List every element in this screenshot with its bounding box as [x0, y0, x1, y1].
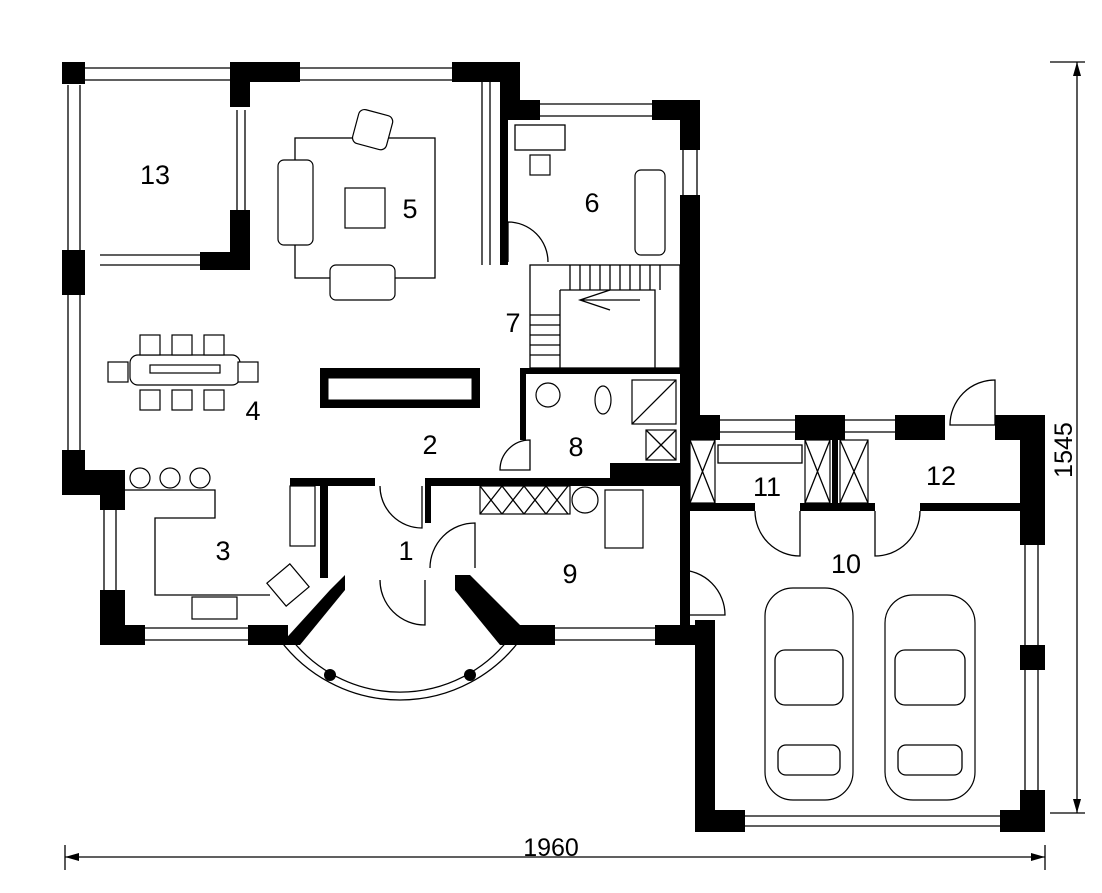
column — [464, 669, 476, 681]
room-label-9: 9 — [562, 559, 577, 589]
room-label-5: 5 — [402, 194, 417, 224]
room-label-2: 2 — [422, 430, 437, 460]
room-label-4: 4 — [245, 396, 260, 426]
column — [324, 669, 336, 681]
windows — [67, 67, 1039, 827]
room-label-3: 3 — [215, 536, 230, 566]
dimension-height: 1545 — [1050, 61, 1085, 814]
fireplace — [327, 377, 473, 401]
room-label-6: 6 — [584, 188, 599, 218]
room-labels: 1 2 3 4 5 6 7 8 9 10 11 12 13 — [140, 160, 956, 589]
room-label-8: 8 — [568, 432, 583, 462]
room-label-7: 7 — [505, 308, 520, 338]
room-label-1: 1 — [398, 536, 413, 566]
room-label-13: 13 — [140, 160, 170, 190]
furniture — [107, 108, 869, 620]
width-label: 1960 — [523, 834, 579, 862]
height-label: 1545 — [1050, 422, 1078, 478]
room-label-12: 12 — [926, 461, 956, 491]
stairs — [529, 264, 681, 369]
car — [764, 587, 854, 801]
dimension-width: 1960 — [64, 834, 1046, 870]
room-label-10: 10 — [831, 549, 861, 579]
room-label-11: 11 — [753, 472, 781, 502]
car — [884, 594, 976, 801]
walls — [62, 62, 1045, 832]
doors — [279, 221, 996, 701]
